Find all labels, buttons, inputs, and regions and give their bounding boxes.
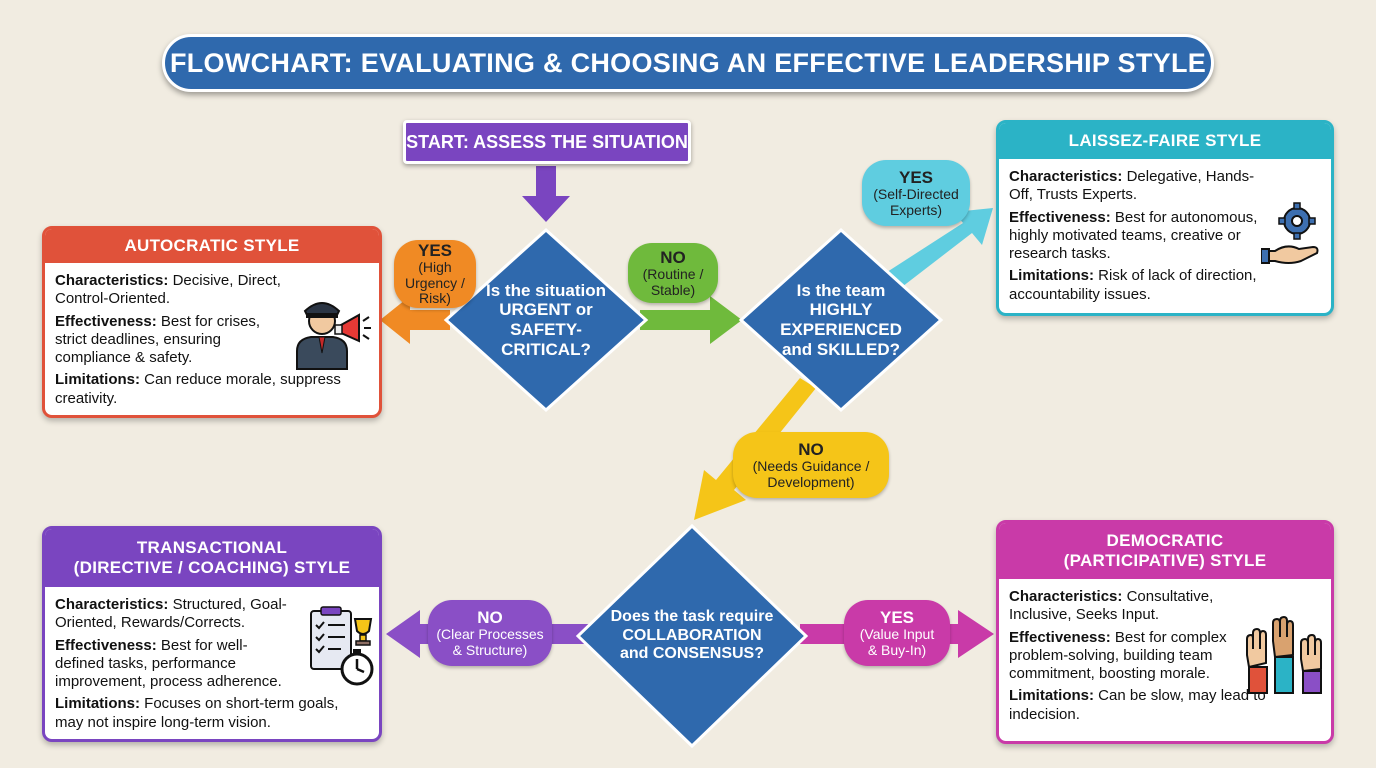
characteristics-text: Consultative, Inclusive, Seeks Input. <box>1009 588 1214 624</box>
card-title: AUTOCRATIC STYLE <box>124 236 300 255</box>
characteristics-text: Delegative, Hands-Off, Trusts Experts. <box>1009 168 1255 204</box>
branch-experienced-yes: YES (Self-Directed Experts) <box>862 160 970 226</box>
card-title: (DIRECTIVE / COACHING) STYLE <box>73 558 351 577</box>
branch-note: Urgency / <box>405 274 465 291</box>
branch-label: YES <box>417 240 453 260</box>
characteristics-text: Structured, Goal-Oriented, Rewards/Corre… <box>55 596 287 632</box>
effectiveness-text: Best for crises, strict deadlines, ensur… <box>55 312 261 367</box>
branch-label: YES <box>898 167 934 187</box>
decision-experienced-line: HIGHLY <box>809 300 873 320</box>
branch-experienced-no: NO (Needs Guidance / Development) <box>733 432 889 498</box>
branch-note: (Routine / <box>642 265 704 282</box>
card-autocratic-header: AUTOCRATIC STYLE <box>45 229 379 263</box>
card-democratic: DEMOCRATIC (PARTICIPATIVE) STYLE Charact… <box>996 520 1334 744</box>
officer-megaphone-icon <box>296 302 371 370</box>
characteristics-label: Characteristics: <box>55 272 169 289</box>
arrow-experienced-yes <box>884 208 993 290</box>
branch-note: Risk) <box>419 290 451 307</box>
decision-collaboration-line: Does the task require <box>610 608 774 626</box>
arrow-urgent-yes <box>380 296 450 344</box>
branch-collab-yes: YES (Value Input & Buy-In) <box>844 600 950 666</box>
branch-note: (High <box>418 259 452 275</box>
card-transactional-header: TRANSACTIONAL (DIRECTIVE / COACHING) STY… <box>45 529 379 587</box>
decision-experienced-line: and SKILLED? <box>781 339 901 359</box>
characteristics-text: Decisive, Direct, Control-Oriented. <box>55 272 281 308</box>
decision-experienced-shape <box>738 227 944 413</box>
card-title: DEMOCRATIC <box>1106 530 1224 550</box>
start-node: START: ASSESS THE SITUATION <box>403 120 691 164</box>
page-title: FLOWCHART: EVALUATING & CHOOSING AN EFFE… <box>162 34 1214 92</box>
branch-note: (Self-Directed <box>873 185 959 202</box>
decision-experienced-line: Is the team <box>796 280 886 300</box>
branch-label: NO <box>660 247 686 267</box>
branch-label: NO <box>477 607 503 627</box>
gear-hand-icon <box>1261 202 1319 264</box>
branch-note: Development) <box>767 473 855 490</box>
branch-note: Stable) <box>650 281 696 298</box>
decision-urgent-shape <box>443 227 649 413</box>
card-transactional: TRANSACTIONAL (DIRECTIVE / COACHING) STY… <box>42 526 382 742</box>
effectiveness-text: Best for autonomous, highly motivated te… <box>1009 208 1258 263</box>
card-autocratic-body: Characteristics: Decisive, Direct, Contr… <box>45 263 379 415</box>
card-title: TRANSACTIONAL <box>136 537 288 557</box>
decision-urgent: Is the situation URGENT or SAFETY- CRITI… <box>466 270 626 370</box>
limitations-label: Limitations: <box>55 695 140 713</box>
arrow-urgent-no <box>640 296 742 344</box>
branch-urgent-no: NO (Routine / Stable) <box>628 243 718 303</box>
raised-hands-icon <box>1246 615 1322 694</box>
decision-urgent-line: URGENT or <box>499 300 593 320</box>
card-title: (PARTICIPATIVE) STYLE <box>1063 551 1267 570</box>
effectiveness-label: Effectiveness: <box>1009 208 1111 226</box>
decision-experienced: Is the team HIGHLY EXPERIENCED and SKILL… <box>761 270 921 370</box>
effectiveness-text: Best for well-defined tasks, performance… <box>55 636 282 691</box>
limitations-label: Limitations: <box>1009 267 1094 285</box>
decision-experienced-line: EXPERIENCED <box>780 320 902 339</box>
decision-collaboration: Does the task require COLLABORATION and … <box>590 596 794 676</box>
card-democratic-body: Characteristics: Consultative, Inclusive… <box>999 579 1331 734</box>
decision-urgent-line: SAFETY- <box>510 320 582 339</box>
branch-note: (Needs Guidance / <box>752 457 870 474</box>
effectiveness-label: Effectiveness: <box>1009 628 1111 646</box>
characteristics-label: Characteristics: <box>1009 168 1123 185</box>
branch-note: (Clear Processes <box>436 625 544 642</box>
effectiveness-text: Best for complex problem-solving, buildi… <box>1009 628 1227 683</box>
branch-urgent-yes: YES (High Urgency / Risk) <box>394 240 476 308</box>
branch-note: & Structure) <box>452 641 528 658</box>
limitations-text: Can be slow, may lead to indecision. <box>1009 687 1266 723</box>
branch-collab-no: NO (Clear Processes & Structure) <box>428 600 552 666</box>
branch-note: Experts) <box>889 201 943 218</box>
card-laissez-faire-header: LAISSEZ-FAIRE STYLE <box>999 123 1331 159</box>
limitations-text: Focuses on short-term goals, may not ins… <box>55 695 339 731</box>
characteristics-label: Characteristics: <box>55 596 169 613</box>
limitations-text: Risk of lack of direction, accountabilit… <box>1009 267 1257 303</box>
effectiveness-label: Effectiveness: <box>55 312 157 330</box>
branch-label: NO <box>798 439 824 459</box>
branch-note: & Buy-In) <box>867 641 927 658</box>
limitations-text: Can reduce morale, suppress creativity. <box>55 371 341 407</box>
limitations-label: Limitations: <box>1009 687 1094 705</box>
decision-collaboration-shape <box>575 523 809 749</box>
card-laissez-faire-body: Characteristics: Delegative, Hands-Off, … <box>999 159 1331 313</box>
card-transactional-body: Characteristics: Structured, Goal-Orient… <box>45 587 379 739</box>
card-autocratic: AUTOCRATIC STYLE Characteristics: Decisi… <box>42 226 382 418</box>
branch-note: (Value Input <box>859 625 935 642</box>
decision-urgent-line: Is the situation <box>486 280 606 300</box>
decision-collaboration-line: and CONSENSUS? <box>619 645 764 663</box>
limitations-label: Limitations: <box>55 371 140 389</box>
decision-urgent-line: CRITICAL? <box>501 339 591 359</box>
arrow-start-down <box>522 166 570 222</box>
card-democratic-header: DEMOCRATIC (PARTICIPATIVE) STYLE <box>999 523 1331 579</box>
branch-label: YES <box>879 607 915 627</box>
card-laissez-faire: LAISSEZ-FAIRE STYLE Characteristics: Del… <box>996 120 1334 316</box>
decision-collaboration-line: COLLABORATION <box>622 626 762 644</box>
characteristics-label: Characteristics: <box>1009 588 1123 605</box>
effectiveness-label: Effectiveness: <box>55 636 157 654</box>
card-title: LAISSEZ-FAIRE STYLE <box>1068 131 1262 150</box>
checklist-trophy-timer-icon <box>310 606 374 686</box>
